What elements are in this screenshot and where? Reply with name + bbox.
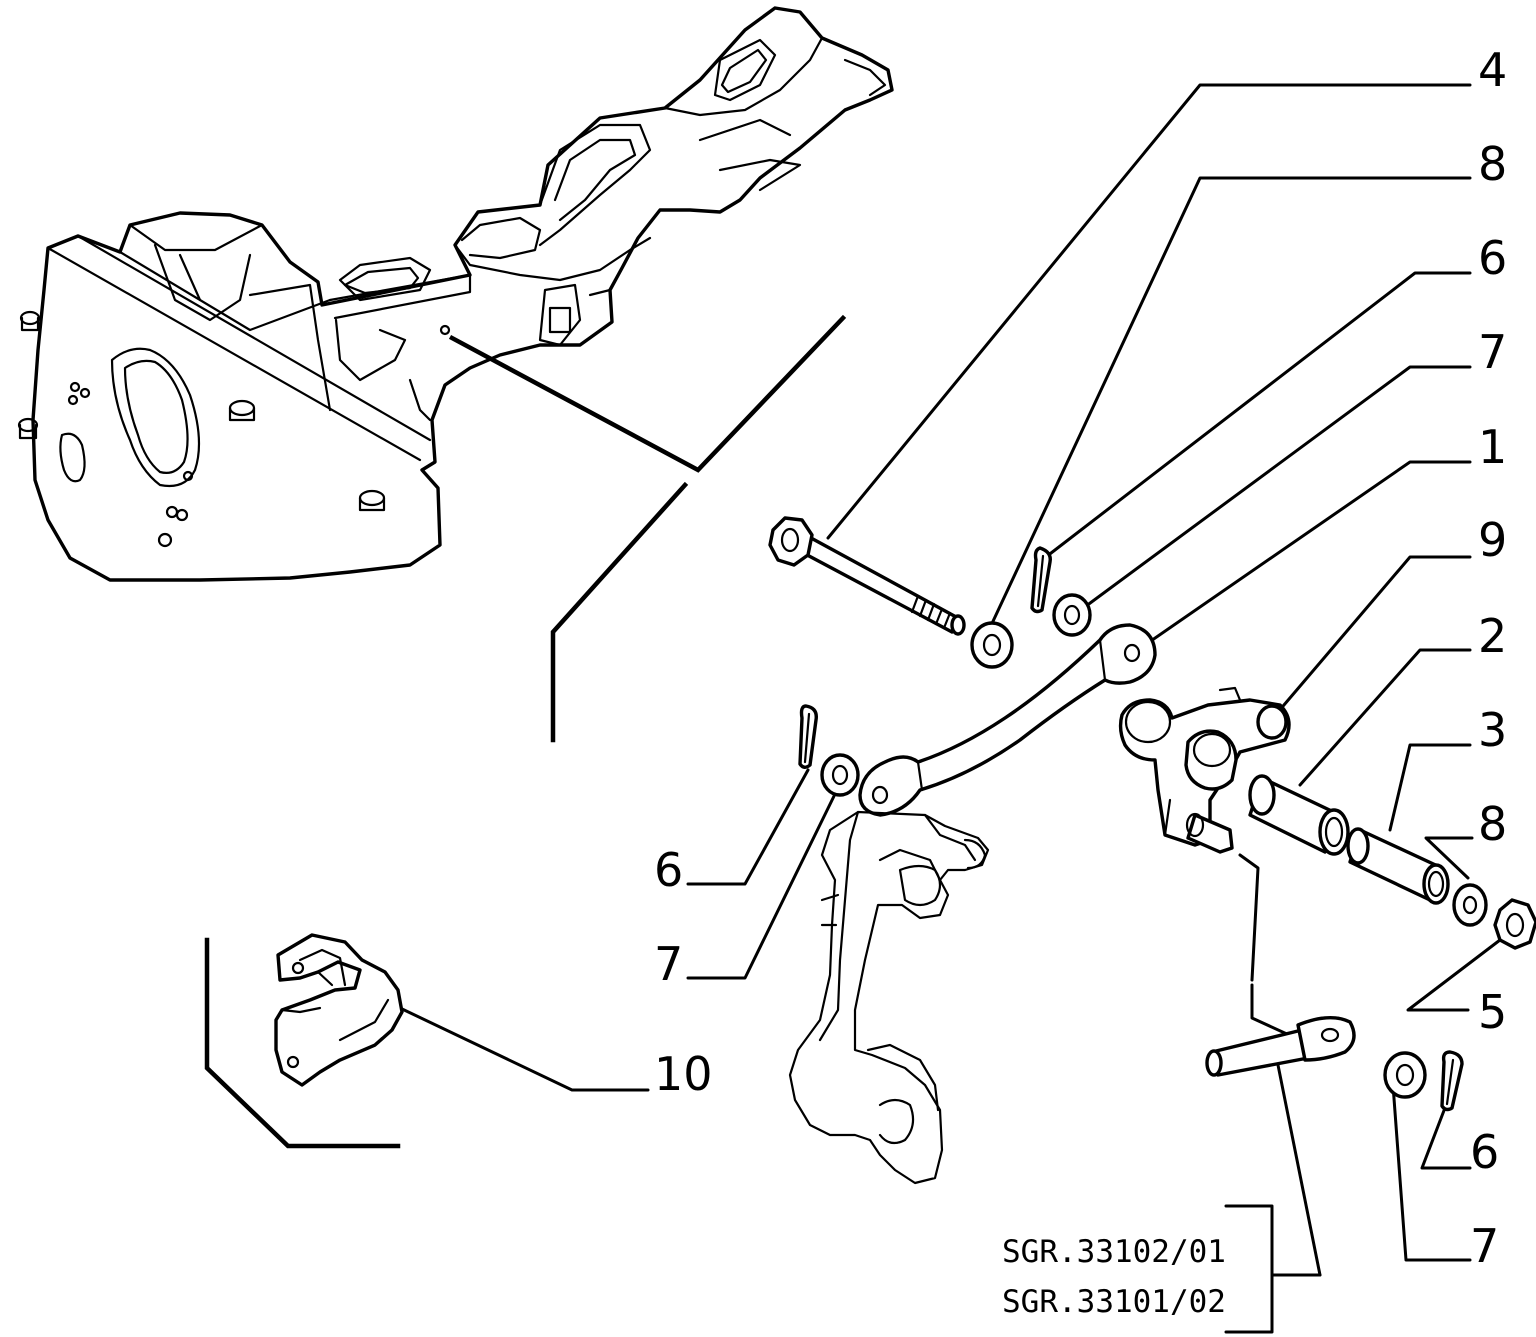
callout-6-lower: 6 bbox=[1470, 1125, 1499, 1179]
callout-labels: 4 8 6 7 1 9 2 3 8 5 6 7 6 7 10 bbox=[654, 43, 1507, 1273]
washer-lower-part-7 bbox=[1383, 1051, 1427, 1099]
pedal-arm bbox=[788, 810, 990, 1185]
callout-8-right: 8 bbox=[1478, 797, 1507, 851]
cotter-pin-upper-part-6 bbox=[1030, 546, 1052, 614]
callout-9: 9 bbox=[1478, 513, 1507, 567]
pedal-support-bracket bbox=[17, 6, 894, 582]
callout-3: 3 bbox=[1478, 703, 1507, 757]
hex-nut-part-5 bbox=[1493, 898, 1536, 950]
callout-4-upper: 4 bbox=[1478, 43, 1507, 97]
callout-6-upper: 6 bbox=[1478, 231, 1507, 285]
reference-codes: SGR.33102/01 SGR.33101/02 bbox=[1002, 1234, 1226, 1320]
pivot-bolt-part-4 bbox=[768, 516, 966, 636]
cotter-pin-left-part-6 bbox=[798, 704, 818, 769]
assembly-bracket-lines bbox=[204, 314, 847, 1149]
callout-5: 5 bbox=[1478, 985, 1507, 1039]
washer-right-part-8 bbox=[1452, 883, 1488, 927]
washer-upper-part-8 bbox=[970, 621, 1014, 669]
callout-8-upper: 8 bbox=[1478, 137, 1507, 191]
callout-1: 1 bbox=[1478, 420, 1507, 474]
washer-left-part-7 bbox=[820, 753, 860, 797]
cotter-pin-lower-part-6 bbox=[1440, 1050, 1464, 1112]
leader-lines bbox=[398, 83, 1502, 1334]
pedal-hub-part-9 bbox=[1118, 686, 1291, 854]
callout-10: 10 bbox=[654, 1047, 713, 1101]
clevis-pin-sgr bbox=[1205, 1016, 1356, 1077]
callout-7-lower: 7 bbox=[1470, 1219, 1499, 1273]
reference-code-1: SGR.33102/01 bbox=[1002, 1234, 1226, 1270]
connecting-link-part-1 bbox=[858, 623, 1157, 817]
bushing-tube-part-2 bbox=[1248, 774, 1350, 856]
callout-7-left: 7 bbox=[654, 937, 683, 991]
callout-7-upper: 7 bbox=[1478, 325, 1507, 379]
callout-6-left: 6 bbox=[654, 843, 683, 897]
callout-2: 2 bbox=[1478, 609, 1507, 663]
reference-code-2: SGR.33101/02 bbox=[1002, 1284, 1226, 1320]
spacer-tube-part-3 bbox=[1346, 827, 1450, 905]
washer-upper-part-7 bbox=[1052, 593, 1092, 637]
clip-bracket-part-10 bbox=[274, 933, 404, 1087]
